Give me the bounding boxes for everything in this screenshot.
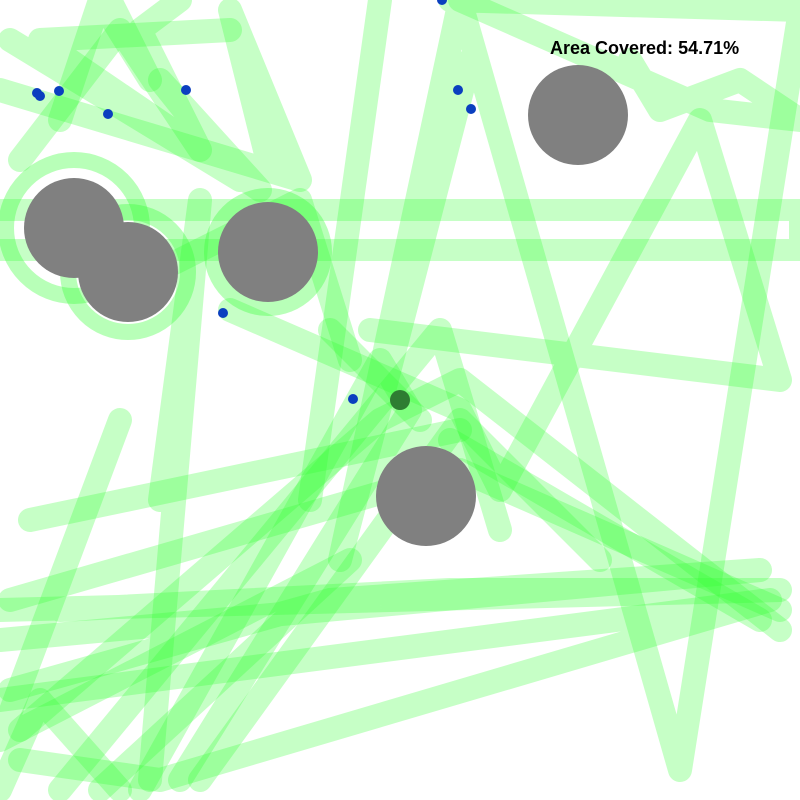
agent-layer [390, 390, 410, 410]
waypoint-dot [103, 109, 113, 119]
coverage-trail-path [138, 188, 212, 792]
area-covered-readout: Area Covered: 54.71% [550, 38, 739, 59]
obstacle-circle [376, 446, 476, 546]
waypoint-dot [466, 104, 476, 114]
agent-dot-icon [390, 390, 410, 410]
coverage-trail-path [0, 199, 800, 261]
coverage-trail-path [0, 0, 312, 192]
waypoint-dot [181, 85, 191, 95]
coverage-trail-path [108, 188, 362, 372]
coverage-trail-path [0, 588, 782, 792]
waypoint-dot [35, 91, 45, 101]
waypoint-layer [32, 0, 476, 404]
coverage-trail-path [48, 0, 162, 132]
coverage-trail-path [438, 428, 772, 632]
area-covered-label: Area Covered: [550, 38, 674, 58]
coverage-trail-path [8, 0, 212, 172]
waypoint-dot [54, 86, 64, 96]
obstacle-layer [24, 65, 628, 546]
coverage-trail-path [128, 348, 422, 800]
coverage-trail-path [0, 558, 772, 702]
coverage-trail-path [0, 408, 362, 800]
coverage-trail-path [298, 0, 392, 512]
coverage-trail-path [218, 108, 792, 502]
waypoint-dot [453, 85, 463, 95]
coverage-trail-path [18, 418, 472, 532]
obstacle-circle [528, 65, 628, 165]
waypoint-dot [348, 394, 358, 404]
coverage-trail-path [0, 578, 792, 622]
obstacle-circle [78, 222, 178, 322]
coverage-trail-path [188, 408, 612, 792]
waypoint-dot [218, 308, 228, 318]
waypoint-dot [437, 0, 447, 5]
obstacle-circle [218, 202, 318, 302]
coverage-trail-path [328, 0, 800, 782]
coverage-trail-path [0, 688, 132, 800]
coverage-halo [204, 188, 332, 316]
coverage-trail-path [448, 0, 800, 132]
area-covered-value: 54.71% [678, 38, 740, 58]
coverage-trail-path [8, 368, 792, 742]
coverage-trail-path [0, 18, 272, 202]
coverage-trail-path [48, 318, 512, 800]
